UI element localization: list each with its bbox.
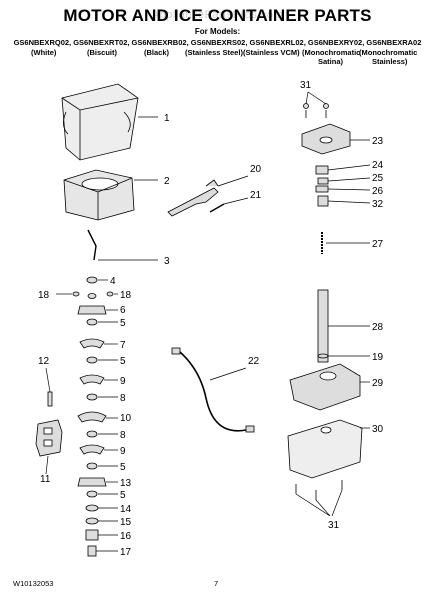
callout-5-b: 5 (120, 356, 126, 367)
callout-20: 20 (250, 164, 262, 175)
callout-1: 1 (164, 113, 170, 124)
callout-24: 24 (372, 160, 384, 171)
motor-parts-stack (287, 103, 363, 500)
callout-2: 2 (164, 176, 170, 187)
callout-28: 28 (372, 322, 384, 333)
model-numbers: GS6NBEXRQ02, GS6NBEXRT02, GS6NBEXRB02, G… (13, 38, 422, 47)
callout-6: 6 (120, 305, 126, 316)
callout-10: 10 (120, 413, 132, 424)
color-stainless-vcm: (Stainless VCM) (243, 48, 300, 57)
callout-9-b: 9 (120, 446, 126, 457)
callout-23: 23 (372, 136, 384, 147)
color-monochromatic-stainless: (Monochromatic (359, 48, 418, 57)
callout-19: 19 (372, 352, 384, 363)
for-models-label: For Models: (194, 27, 241, 36)
callout-5-a: 5 (120, 318, 126, 329)
auger-rod (87, 229, 97, 261)
auger-housing (63, 169, 135, 221)
callout-4: 4 (110, 276, 116, 287)
color-black: (Black) (144, 48, 170, 57)
callout-26: 26 (372, 186, 384, 197)
callout-32: 32 (372, 199, 384, 210)
callout-27: 27 (372, 239, 384, 250)
callout-25: 25 (372, 173, 384, 184)
callout-21: 21 (250, 190, 262, 201)
callout-9-a: 9 (120, 376, 126, 387)
callout-31-bottom: 31 (328, 520, 340, 531)
callout-7: 7 (120, 340, 126, 351)
callout-14: 14 (120, 504, 132, 515)
callout-5-c: 5 (120, 462, 126, 473)
callout-8-b: 8 (120, 430, 126, 441)
ice-container-bucket (61, 83, 139, 161)
wire-harness (171, 347, 255, 433)
color-monochromatic-satina: (Monochromatic (302, 48, 361, 57)
leader-lines (45, 91, 371, 552)
callout-12: 12 (38, 356, 50, 367)
callout-3: 3 (164, 256, 170, 267)
page-number: 7 (214, 579, 219, 588)
callout-18-left: 18 (38, 290, 50, 301)
color-monochromatic-satina-2: Satina) (318, 57, 344, 66)
callout-29: 29 (372, 378, 384, 389)
callout-13: 13 (120, 478, 132, 489)
screw-21 (209, 203, 225, 213)
callout-15: 15 (120, 517, 132, 528)
callout-22: 22 (248, 356, 260, 367)
color-white: (White) (31, 48, 57, 57)
page-title: MOTOR AND ICE CONTAINER PARTS (63, 6, 372, 25)
callout-16: 16 (120, 531, 132, 542)
dispenser-lever (167, 179, 219, 217)
callout-18-right: 18 (120, 290, 132, 301)
callout-30: 30 (372, 424, 384, 435)
color-monochromatic-stainless-2: Stainless) (372, 57, 408, 66)
footer-document-code: W10132053 (13, 579, 54, 588)
callout-5-d: 5 (120, 490, 126, 501)
auger-parts-stack (72, 276, 114, 557)
callout-8-a: 8 (120, 393, 126, 404)
color-stainless-steel: (Stainless Steel) (185, 48, 243, 57)
switch-assembly (35, 391, 63, 457)
callout-17: 17 (120, 547, 132, 558)
callout-31-top: 31 (300, 80, 312, 91)
callout-11: 11 (40, 474, 51, 485)
watermark: AppliancePartsPros.com (151, 9, 284, 21)
color-biscuit: (Biscuit) (87, 48, 117, 57)
